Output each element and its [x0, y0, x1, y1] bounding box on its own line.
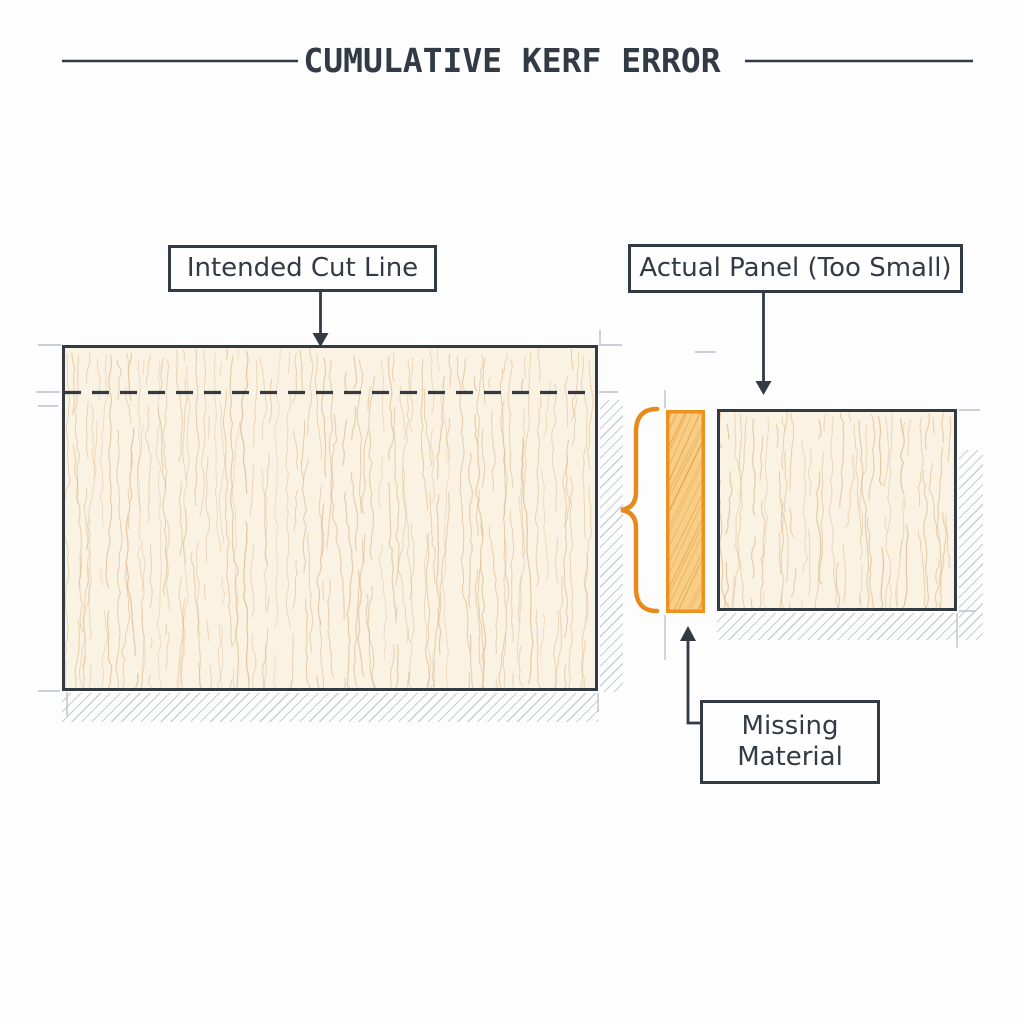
stock-panel	[62, 345, 598, 691]
actual-panel-surface	[718, 410, 956, 610]
intended-cut-down-arrow-icon	[312, 292, 329, 347]
missing-material-strip	[666, 410, 705, 613]
actual-panel-label: Actual Panel (Too Small)	[628, 244, 963, 293]
wood-grain-texture	[63, 347, 594, 688]
missing-material-label-line1: Missing	[741, 711, 839, 741]
hatch-below-stock-panel	[62, 693, 599, 722]
hatch-right-of-actual-panel	[959, 450, 983, 640]
page-title: CUMULATIVE KERF ERROR	[303, 41, 721, 80]
intended-cut-line-label: Intended Cut Line	[168, 245, 437, 292]
actual-panel-label-text: Actual Panel (Too Small)	[639, 253, 952, 283]
stock-panel-border	[62, 345, 598, 691]
wood-grain-texture	[717, 411, 952, 608]
missing-material-label: Missing Material	[700, 700, 880, 784]
hatch-right-of-stock-panel	[600, 400, 623, 692]
actual-panel-border	[717, 409, 957, 611]
missing-material-brace-icon	[620, 406, 660, 614]
actual-panel	[717, 409, 957, 611]
missing-material-up-arrow-icon	[680, 626, 700, 725]
missing-material-border	[666, 410, 705, 613]
intended-cut-line-label-text: Intended Cut Line	[186, 253, 419, 283]
missing-material-label-line2: Material	[737, 742, 843, 772]
actual-panel-down-arrow-icon	[755, 293, 772, 395]
hatch-below-actual-panel	[717, 613, 958, 640]
stock-panel-surface	[63, 346, 597, 690]
